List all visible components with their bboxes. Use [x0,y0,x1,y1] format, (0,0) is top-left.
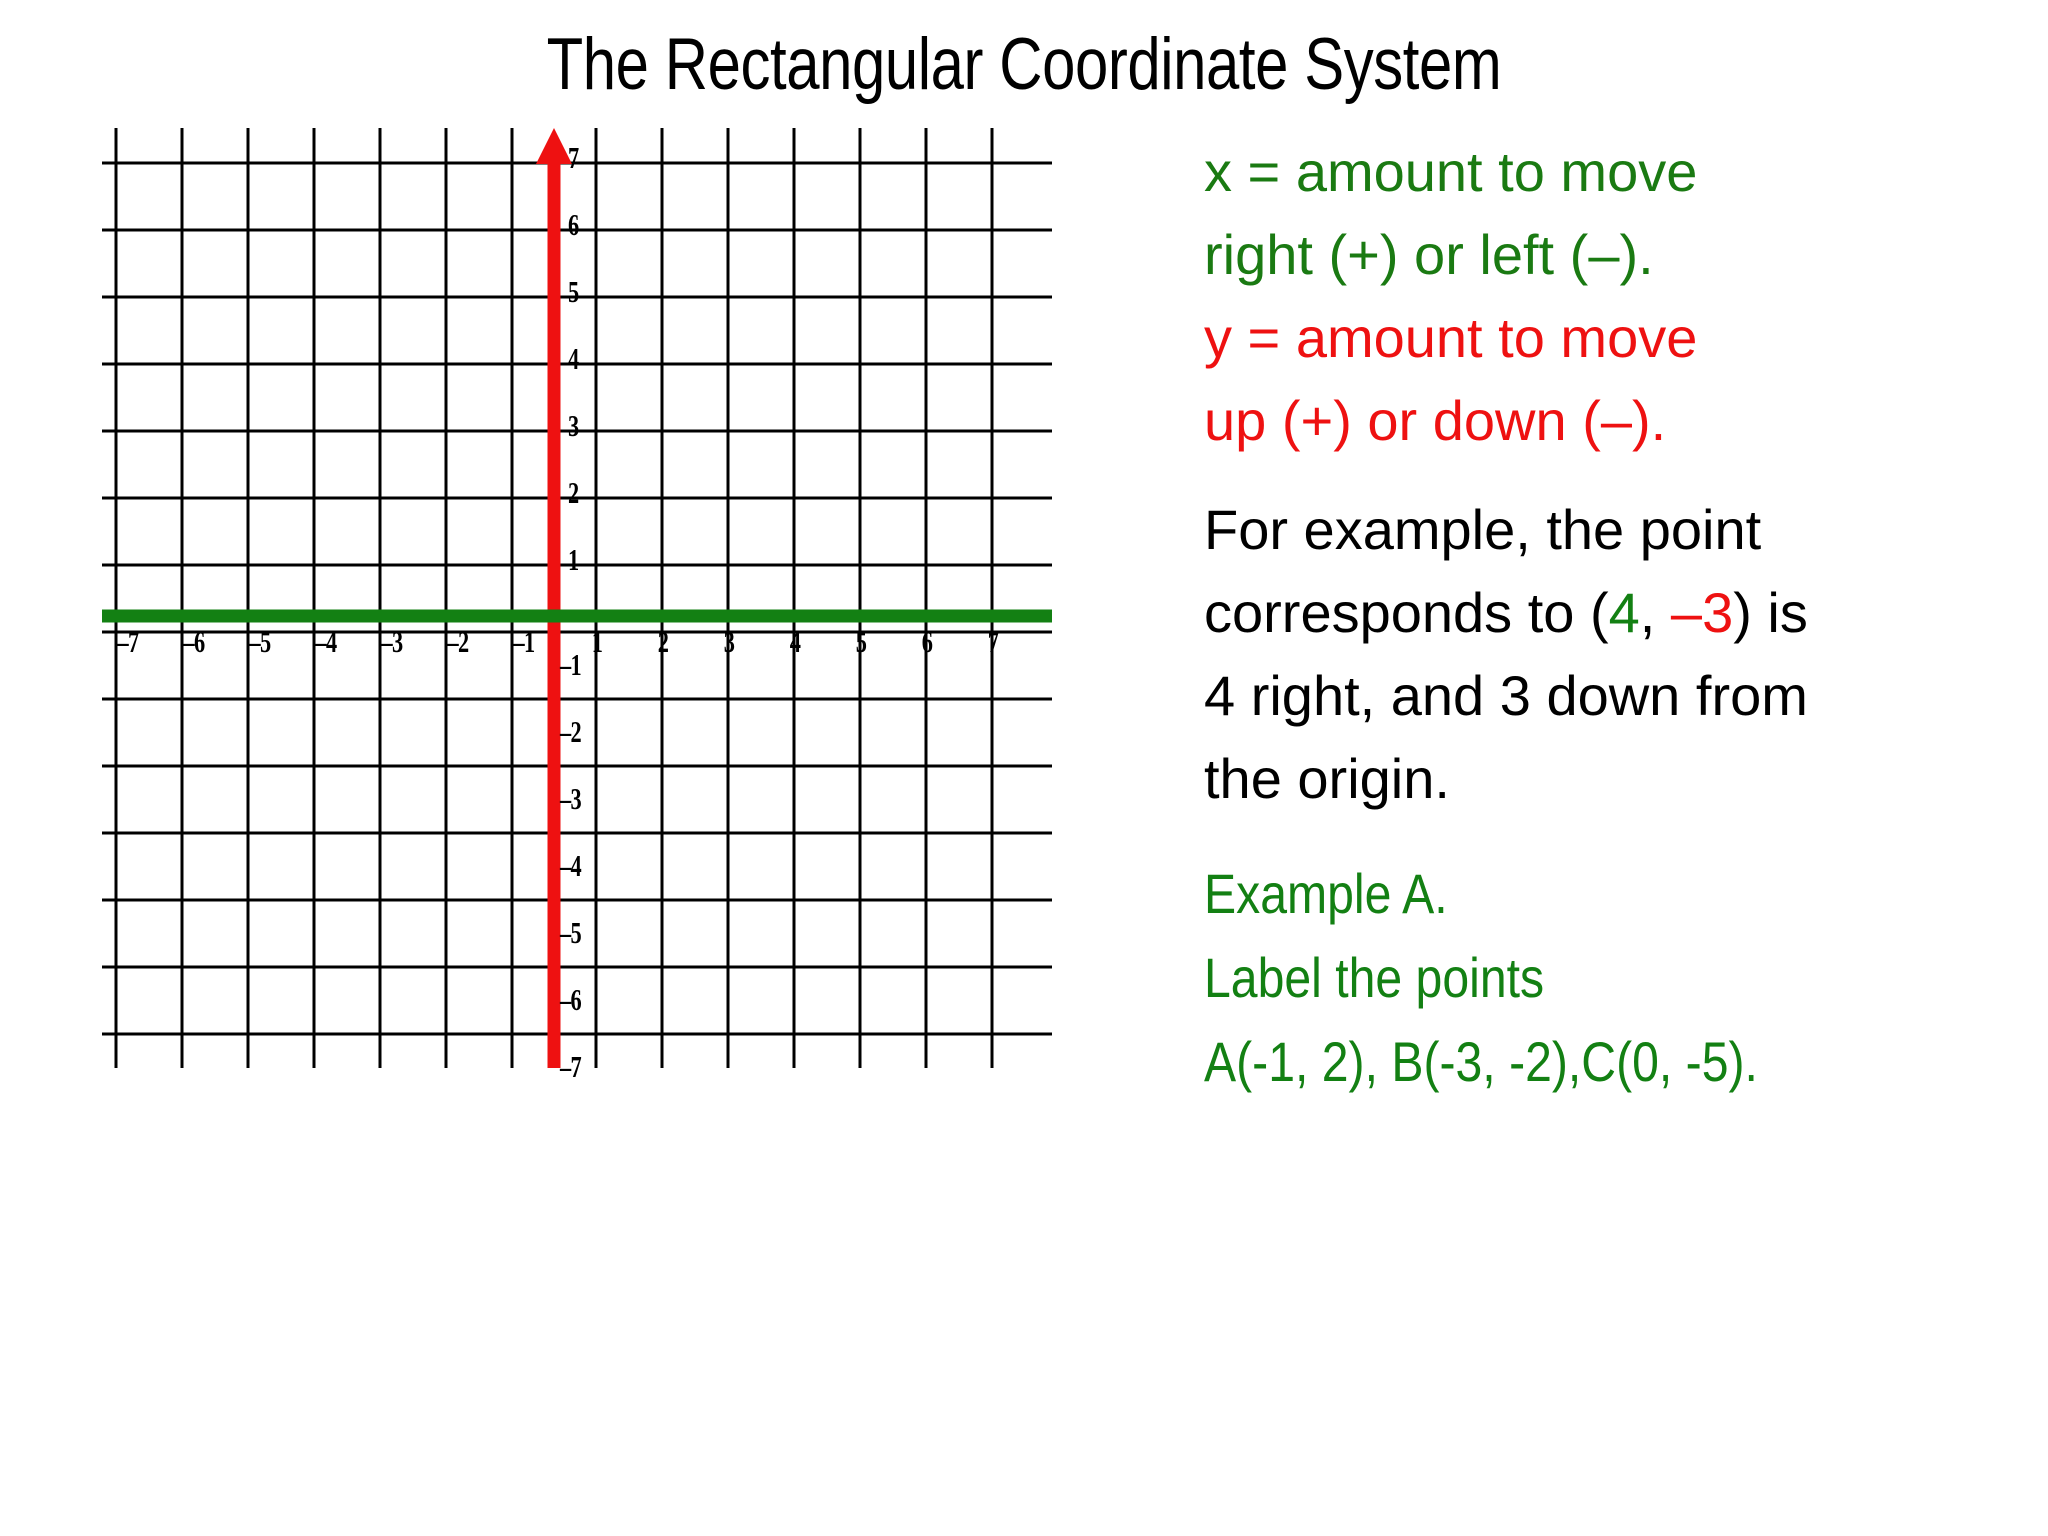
y-tick-label: –3 [560,781,582,816]
example-text-post: ) is 4 right, and 3 down from the origin… [1204,581,1808,810]
page-title: The Rectangular Coordinate System [546,24,1502,105]
y-tick-label: –5 [560,915,582,950]
y-tick-label: 1 [568,542,579,577]
exercise-heading: Example A. [1204,862,1448,925]
x-axis-green [102,609,1052,623]
horizontal-gridlines [102,161,1052,1036]
y-tick-label: –1 [560,647,582,682]
x-tick-label: 4 [789,624,801,659]
x-tick-label: 1 [591,624,603,659]
x-tick-label: 3 [723,624,735,659]
example-separator: , [1639,581,1671,644]
y-tick-label: –4 [560,848,582,883]
x-tick-label: –1 [513,624,536,659]
x-tick-label: –7 [117,624,140,659]
y-tick-label: 3 [568,408,579,443]
x-tick-label: 6 [921,624,933,659]
y-tick-label: 2 [568,475,579,510]
x-rule-line-2: right (+) or left (–). [1204,223,1654,286]
x-tick-label: 7 [987,624,999,659]
y-tick-label: 4 [568,341,579,376]
y-tick-label: –7 [560,1049,582,1084]
x-tick-label: –5 [249,624,272,659]
grid-svg [102,128,1052,1068]
y-tick-label: 7 [568,140,579,175]
x-rule-line-1: x = amount to move [1204,140,1698,203]
y-tick-label: 5 [568,274,579,309]
notes-column: x = amount to move right (+) or left (–)… [1204,130,1994,1104]
x-tick-label: –6 [183,624,206,659]
y-rule-line-1: y = amount to move [1204,306,1698,369]
x-tick-label: 2 [657,624,669,659]
x-tick-label: –3 [381,624,404,659]
y-tick-label: –2 [560,714,582,749]
y-tick-label: 6 [568,207,579,242]
example-paragraph: For example, the point corresponds to (4… [1204,488,1994,820]
y-tick-label: –6 [560,982,582,1017]
exercise-points: A(-1, 2), B(-3, -2),C(0, -5). [1204,1030,1758,1093]
x-tick-label: –2 [447,624,470,659]
vertical-gridlines [114,128,994,1068]
x-tick-label: –4 [315,624,338,659]
exercise-instruction: Label the points [1204,946,1545,1009]
y-axis-red [536,128,572,1068]
example-text-pre: For example, the point corresponds to ( [1204,498,1762,644]
x-tick-label: 5 [855,624,867,659]
coordinate-grid-figure: –7 –6 –5 –4 –3 –2 –1 1 2 3 4 5 6 7 7 6 5… [102,128,1052,1082]
y-rule-line-2: up (+) or down (–). [1204,389,1667,452]
example-x-value: 4 [1608,581,1640,644]
example-y-value: –3 [1670,581,1734,644]
